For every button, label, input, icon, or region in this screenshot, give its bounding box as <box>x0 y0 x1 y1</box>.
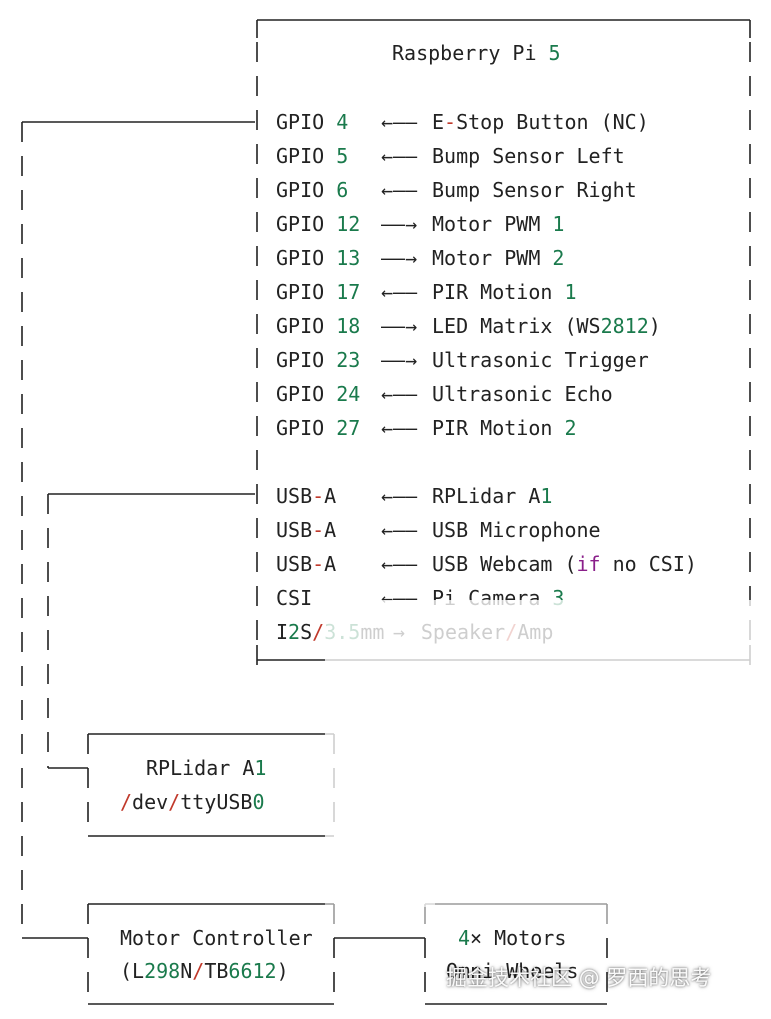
connected-device: PIR Motion 2 <box>432 416 577 440</box>
connected-device: Ultrasonic Trigger <box>432 348 649 372</box>
gpio-row: GPIO 23 ——→ Ultrasonic Trigger <box>276 348 649 372</box>
signal-direction-arrow: ——→ <box>381 314 417 338</box>
pi-title: Raspberry Pi 5 <box>392 41 561 65</box>
connection-lines <box>21 121 425 939</box>
motor-controller-model: (L298N/TB6612) <box>120 959 289 983</box>
connected-device: E-Stop Button (NC) <box>432 110 649 134</box>
gpio-row: GPIO 13 ——→ Motor PWM 2 <box>276 246 564 270</box>
signal-direction-arrow: ←—— <box>381 552 418 576</box>
overlay-notch <box>335 887 435 907</box>
watermark: 掘金技术社区 @ 罗西的思考 <box>446 966 712 990</box>
signal-direction-arrow: ←—— <box>381 280 418 304</box>
pin-name: GPIO 23 <box>276 348 360 372</box>
gpio-row: GPIO 24 ←—— Ultrasonic Echo <box>276 382 613 406</box>
signal-direction-arrow: ——→ <box>381 212 417 236</box>
pin-name: GPIO 24 <box>276 382 360 406</box>
motors-count: 4× Motors <box>458 926 566 950</box>
connected-device: RPLidar A1 <box>432 484 552 508</box>
signal-direction-arrow: ——→ <box>381 348 417 372</box>
pin-name: GPIO 17 <box>276 280 360 304</box>
gpio-row: GPIO 18 ——→ LED Matrix (WS2812) <box>276 314 661 338</box>
pin-name: GPIO 18 <box>276 314 360 338</box>
pin-name: USB-A <box>276 484 336 508</box>
motors-type: Omni Wheels <box>446 959 578 983</box>
signal-direction-arrow: ←—— <box>381 382 418 406</box>
signal-direction-arrow: ←—— <box>381 416 418 440</box>
rplidar-name: RPLidar A1 <box>146 756 266 780</box>
gpio-row: GPIO 5 ←—— Bump Sensor Left <box>276 144 625 168</box>
gpio-row: GPIO 4 ←—— E-Stop Button (NC) <box>276 110 649 134</box>
pin-name: GPIO 12 <box>276 212 360 236</box>
connected-device: Bump Sensor Right <box>432 178 637 202</box>
pin-name: USB-A <box>276 518 336 542</box>
port-row: USB-A ←—— RPLidar A1 <box>276 484 552 508</box>
pin-name: GPIO 5 <box>276 144 348 168</box>
gpio-row: GPIO 17 ←—— PIR Motion 1 <box>276 280 577 304</box>
pin-name: GPIO 4 <box>276 110 348 134</box>
gpio-row: GPIO 6 ←—— Bump Sensor Right <box>276 178 637 202</box>
connected-device: Motor PWM 2 <box>432 246 564 270</box>
signal-direction-arrow: ——→ <box>381 246 417 270</box>
overlay-panel <box>325 600 771 860</box>
connected-device: PIR Motion 1 <box>432 280 577 304</box>
connected-device: Motor PWM 1 <box>432 212 564 236</box>
signal-direction-arrow: ←—— <box>381 484 418 508</box>
motor-controller-name: Motor Controller <box>120 926 313 950</box>
connected-device: USB Microphone <box>432 518 601 542</box>
signal-direction-arrow: ←—— <box>381 144 418 168</box>
signal-direction-arrow: ←—— <box>381 110 418 134</box>
rplidar-box: RPLidar A1 /dev/ttyUSB0 <box>87 733 335 837</box>
connected-device: LED Matrix (WS2812) <box>432 314 661 338</box>
pin-name: GPIO 6 <box>276 178 348 202</box>
pin-name: GPIO 13 <box>276 246 360 270</box>
pin-name: CSI <box>276 586 312 610</box>
signal-direction-arrow: ←—— <box>381 178 418 202</box>
port-row: USB-A ←—— USB Webcam (if no CSI) <box>276 552 697 576</box>
connected-device: Ultrasonic Echo <box>432 382 613 406</box>
gpio-row: GPIO 12 ——→ Motor PWM 1 <box>276 212 564 236</box>
rplidar-device-path: /dev/ttyUSB0 <box>120 790 265 814</box>
gpio-row: GPIO 27 ←—— PIR Motion 2 <box>276 416 577 440</box>
pin-name: USB-A <box>276 552 336 576</box>
pin-list: GPIO 4 ←—— E-Stop Button (NC) GPIO 5 ←—— Bump… <box>276 110 697 644</box>
connected-device: Bump Sensor Left <box>432 144 625 168</box>
signal-direction-arrow: ←—— <box>381 518 418 542</box>
port-row: USB-A ←—— USB Microphone <box>276 518 601 542</box>
pin-name: GPIO 27 <box>276 416 360 440</box>
connected-device: USB Webcam (if no CSI) <box>432 552 697 576</box>
motor-controller-box: Motor Controller (L298N/TB6612) <box>87 903 335 1005</box>
